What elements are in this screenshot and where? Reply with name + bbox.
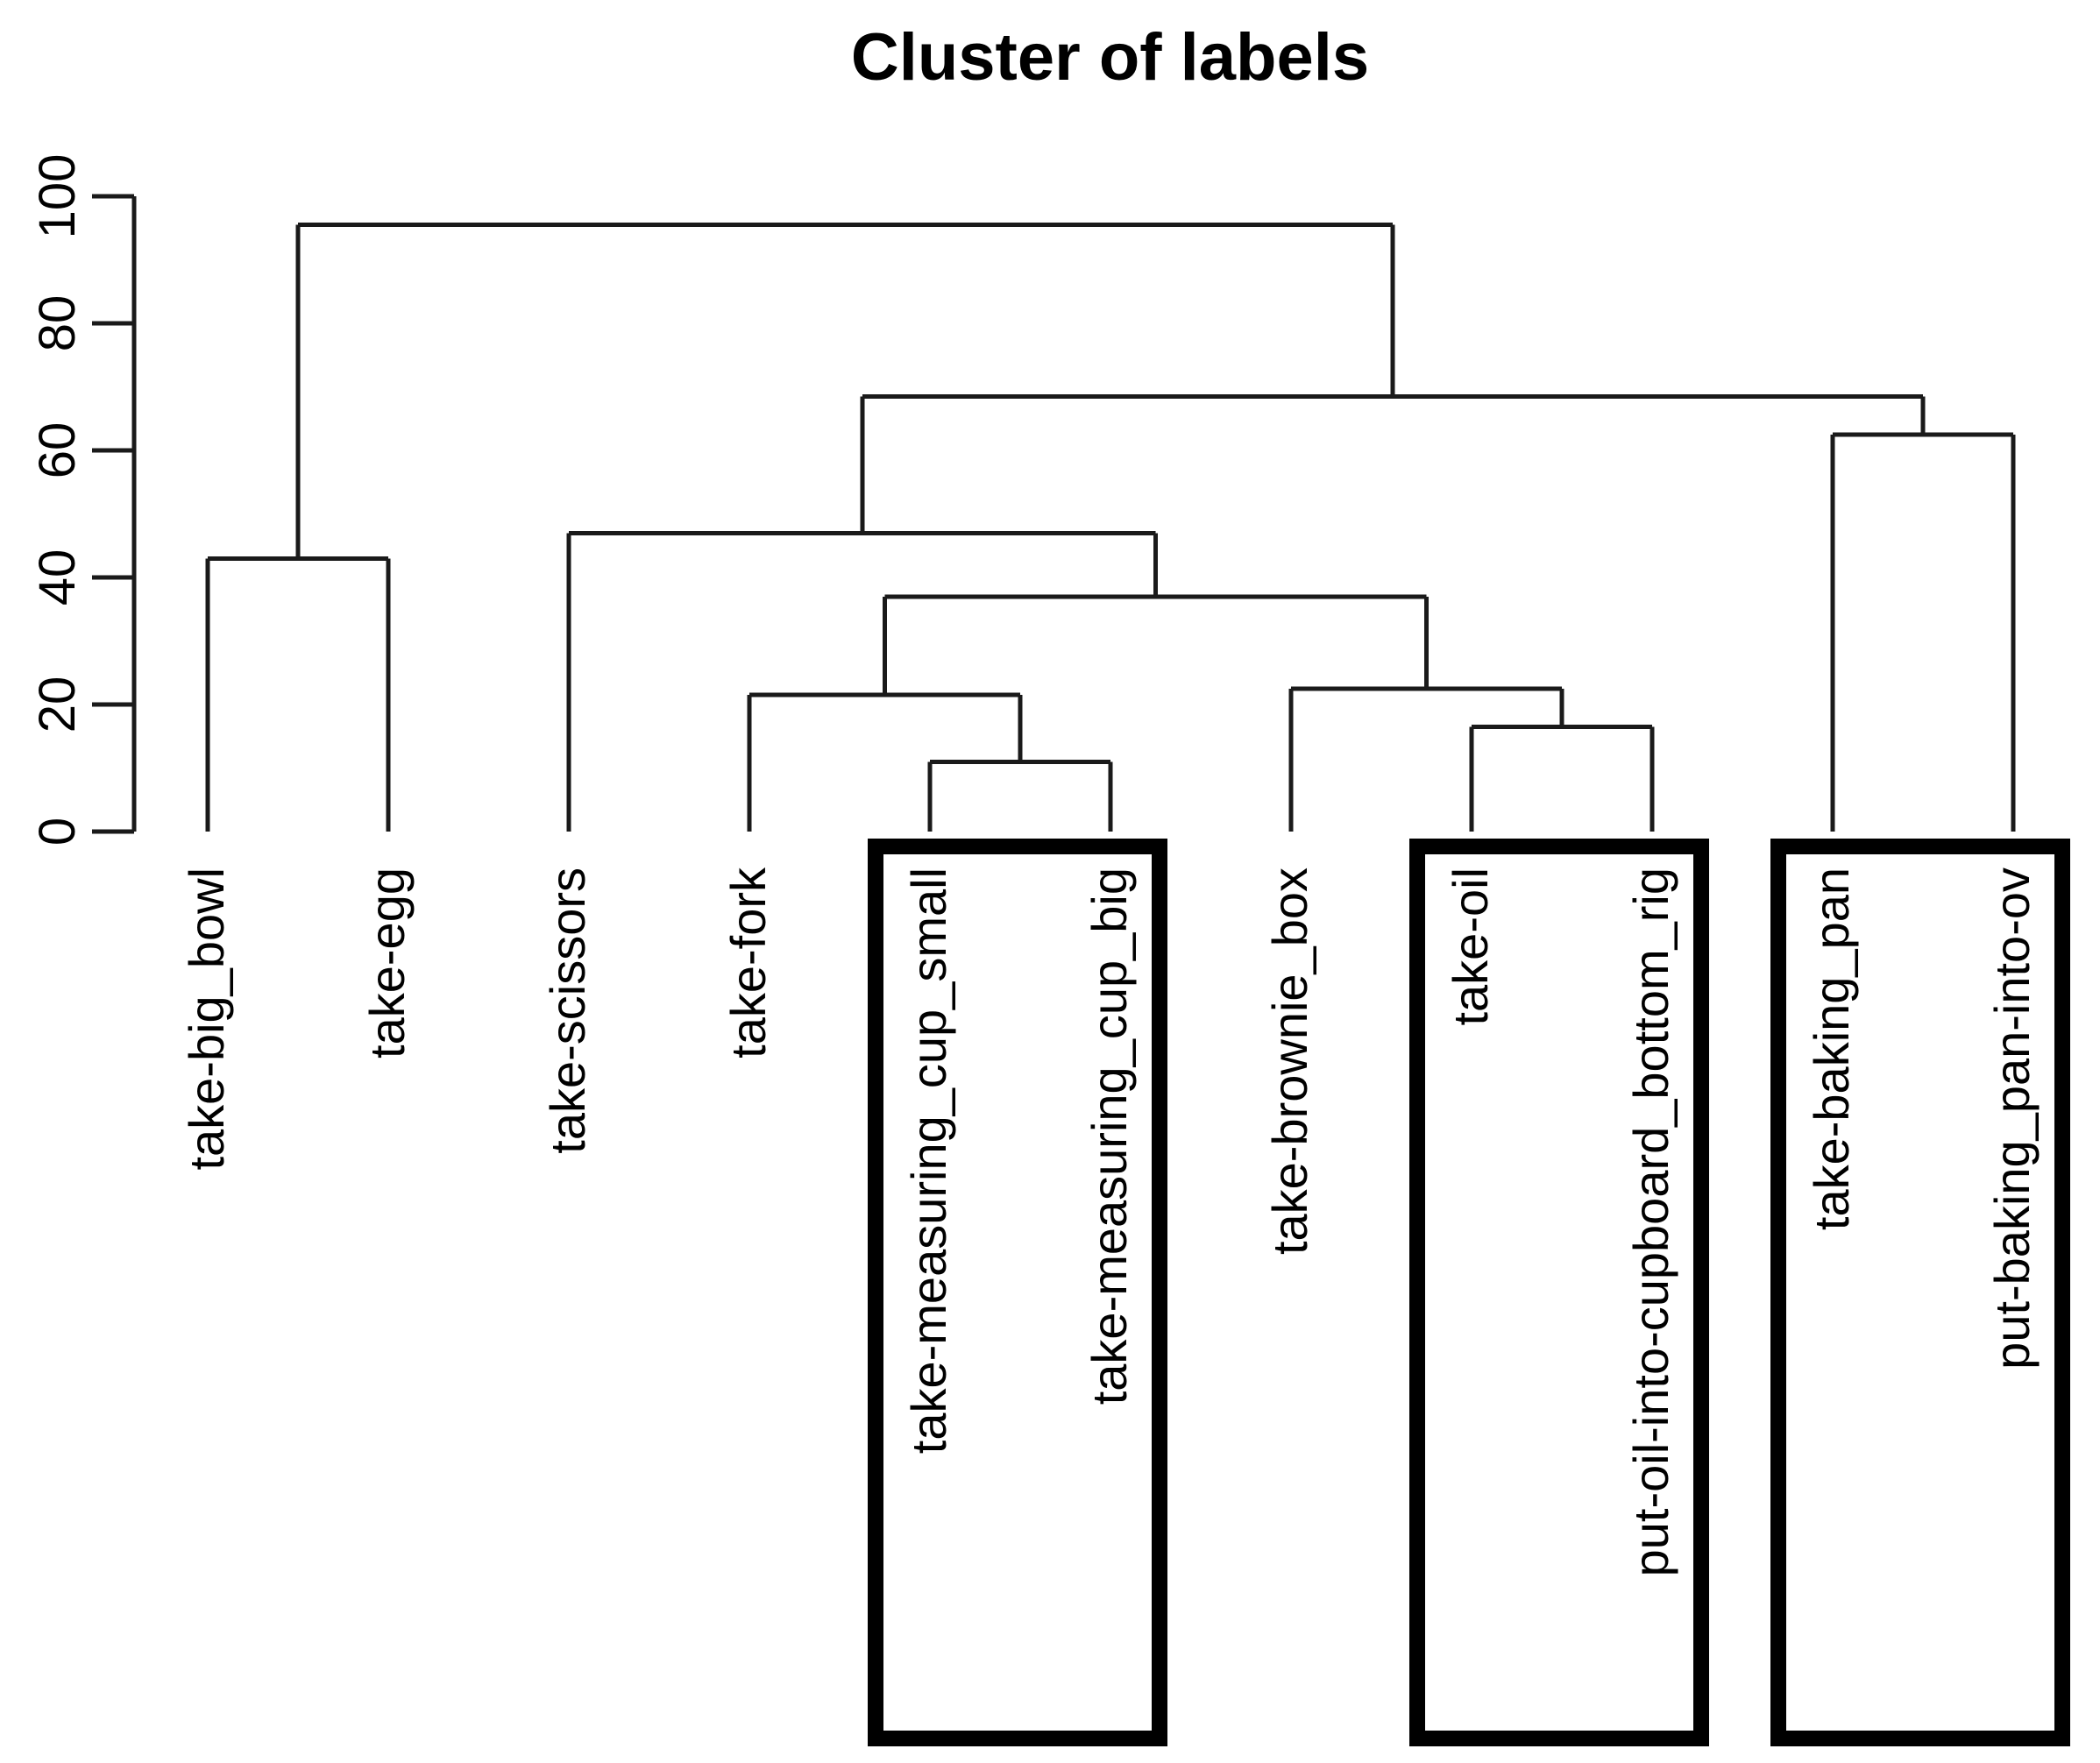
leaf-label: put-oil-into-cupboard_bottom_rig <box>1623 867 1678 1576</box>
leaf-label: take-measuring_cup_small <box>901 867 956 1454</box>
chart-title: Cluster of labels <box>850 20 1370 95</box>
leaf-label: take-oil <box>1443 867 1498 1026</box>
leaf-label: take-fork <box>720 867 776 1059</box>
axis-tick-label: 20 <box>29 676 86 733</box>
leaf-label: take-measuring_cup_big <box>1082 867 1137 1405</box>
leaf-label: take-baking_pan <box>1804 867 1859 1230</box>
axis-tick-label: 80 <box>29 295 86 352</box>
leaf-label: take-brownie_box <box>1262 867 1317 1255</box>
axis-tick-label: 60 <box>29 422 86 479</box>
cluster-highlight-box <box>1409 839 1709 1746</box>
leaf-label: take-scissors <box>540 867 595 1154</box>
leaf-label: put-baking_pan-into-ov <box>1984 867 2040 1370</box>
leaf-label: take-big_bowl <box>179 867 234 1171</box>
axis-tick-label: 40 <box>29 549 86 606</box>
axis-tick-label: 0 <box>29 818 86 846</box>
cluster-highlight-box <box>1770 839 2070 1746</box>
leaf-label: take-egg <box>359 867 415 1059</box>
axis-tick-label: 100 <box>29 154 86 239</box>
cluster-highlight-box <box>868 839 1167 1746</box>
